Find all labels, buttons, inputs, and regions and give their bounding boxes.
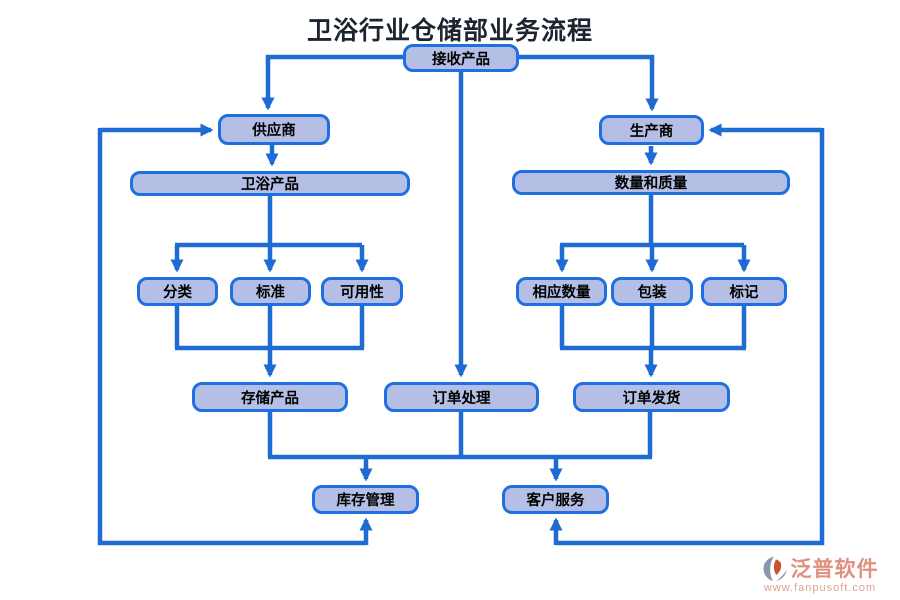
connector-receive-to-supplier <box>261 54 403 111</box>
fanpu-logo-icon <box>763 556 787 581</box>
connector-quantity-quality-split <box>560 195 744 248</box>
node-classification: 分类 <box>137 277 218 306</box>
node-manufacturer: 生产商 <box>599 115 704 145</box>
node-availability: 可用性 <box>321 277 403 306</box>
node-inventory-management: 库存管理 <box>312 485 419 514</box>
connector-receive-to-manufacturer <box>519 54 659 112</box>
brand-watermark[interactable]: 泛普软件 www.fanpusoft.com <box>750 553 890 594</box>
node-packaging: 包装 <box>611 277 693 306</box>
node-receive-products: 接收产品 <box>403 44 519 72</box>
node-order-processing: 订单处理 <box>384 382 539 412</box>
connectors <box>97 54 825 546</box>
node-marking: 标记 <box>701 277 787 306</box>
node-customer-service: 客户服务 <box>502 485 609 514</box>
node-standard: 标准 <box>230 277 311 306</box>
connector-bathroom-products-split <box>175 196 362 248</box>
brand-name: 泛普软件 <box>790 558 879 581</box>
connector-right-feedback-line <box>556 128 825 546</box>
node-corresponding-quantity: 相应数量 <box>516 277 607 306</box>
connector-left-merge <box>174 306 365 351</box>
connector-bottom-collect <box>267 412 653 460</box>
node-quantity-and-quality: 数量和质量 <box>512 170 790 195</box>
node-order-shipping: 订单发货 <box>573 382 730 412</box>
diagram-title: 卫浴行业仓储部业务流程 <box>306 17 593 45</box>
brand-url: www.fanpusoft.com <box>763 582 877 594</box>
node-bathroom-products: 卫浴产品 <box>130 171 410 196</box>
connector-right-merge <box>559 306 747 351</box>
node-supplier: 供应商 <box>218 114 330 145</box>
connector-left-feedback-line <box>97 128 366 546</box>
node-store-products: 存储产品 <box>192 382 348 412</box>
